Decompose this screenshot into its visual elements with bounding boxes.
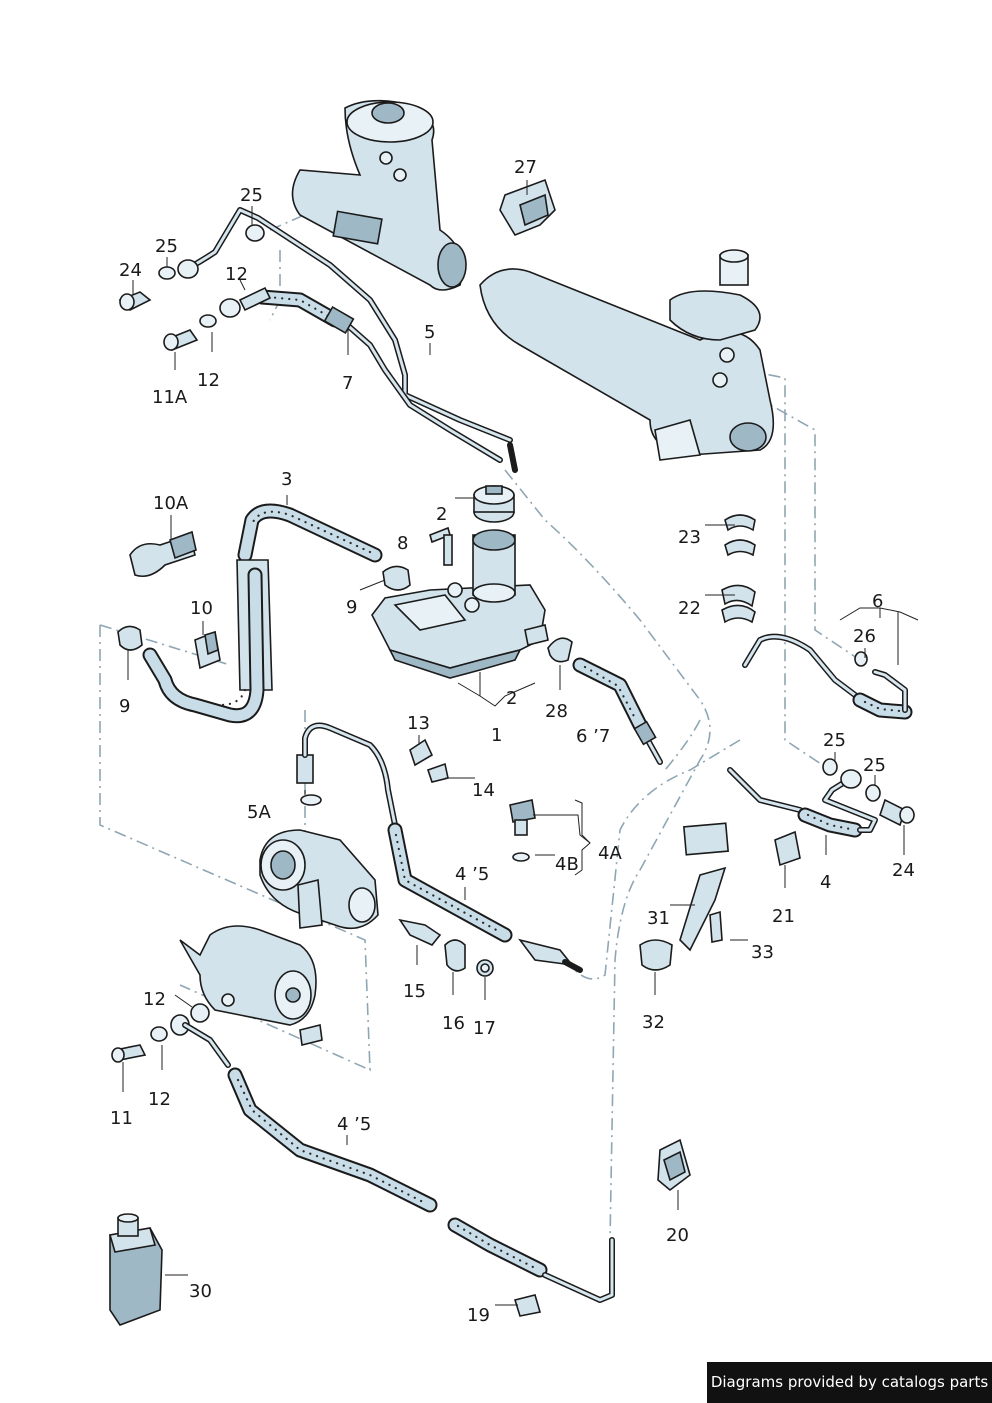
leader-lines [122, 180, 919, 1306]
label-6: 6 [872, 591, 883, 612]
hose-3 [142, 503, 383, 724]
clamp-23 [724, 514, 756, 557]
label-12: 12 [143, 989, 166, 1010]
label-11: 11 [110, 1108, 133, 1129]
part-labels: 27 25 25 24 12 5 11A 12 7 3 2 8 10A 10 9… [110, 157, 915, 1326]
label-4a: 4A [598, 843, 622, 864]
label-11a: 11A [152, 387, 188, 408]
label-25: 25 [863, 755, 886, 776]
label-8: 8 [397, 533, 408, 554]
label-12: 12 [197, 370, 220, 391]
label-32: 32 [642, 1012, 665, 1033]
label-24: 24 [892, 860, 915, 881]
fittings-top-left [118, 224, 272, 351]
clamp-22 [721, 584, 756, 624]
pipe-5 [182, 207, 518, 473]
label-3: 3 [281, 469, 292, 490]
label-25: 25 [823, 730, 846, 751]
hose-6-7 [547, 637, 663, 765]
label-27: 27 [514, 157, 537, 178]
label-5a: 5A [247, 802, 271, 823]
label-13: 13 [407, 713, 430, 734]
clamp-27 [499, 178, 556, 236]
label-12: 12 [225, 264, 248, 285]
steering-rack [291, 99, 775, 461]
label-10: 10 [190, 598, 213, 619]
pressure-line-middle [296, 722, 583, 973]
label-20: 20 [666, 1225, 689, 1246]
label-33: 33 [751, 942, 774, 963]
label-23: 23 [678, 527, 701, 548]
label-21: 21 [772, 906, 795, 927]
clamp-10a [129, 530, 197, 578]
bracket-31 [679, 822, 730, 952]
power-steering-pump [259, 829, 379, 930]
label-30: 30 [189, 1281, 212, 1302]
return-line-right [727, 758, 915, 838]
label-1: 1 [491, 725, 502, 746]
hose-6 [742, 633, 913, 720]
clamp-9-right [382, 565, 411, 591]
label-4b: 4B [555, 854, 579, 875]
credit-banner: Diagrams provided by catalogs parts [707, 1362, 992, 1403]
label-4-5: 4 ’5 [337, 1114, 371, 1135]
hose-7 [254, 289, 503, 463]
label-25: 25 [155, 236, 178, 257]
clamp-32 [639, 939, 673, 971]
pump-lower [179, 925, 323, 1046]
label-31: 31 [647, 908, 670, 929]
clamp-9-left [117, 625, 143, 651]
label-12: 12 [148, 1089, 171, 1110]
label-25: 25 [240, 185, 263, 206]
label-15: 15 [403, 981, 426, 1002]
clamp-20 [657, 1138, 691, 1192]
pressure-switch [509, 799, 536, 862]
pressure-line-lower [182, 1022, 615, 1317]
reservoir [371, 485, 549, 679]
clamp-21 [774, 830, 801, 867]
label-2: 2 [436, 504, 447, 525]
label-10a: 10A [153, 493, 189, 514]
label-24: 24 [119, 260, 142, 281]
fluid-bottle-30 [108, 1213, 163, 1326]
label-17: 17 [473, 1018, 496, 1039]
label-7: 7 [342, 373, 353, 394]
label-4: 4 [820, 872, 831, 893]
label-2: 2 [506, 688, 517, 709]
label-28: 28 [545, 701, 568, 722]
label-16: 16 [442, 1013, 465, 1034]
fittings-15-16-17 [398, 918, 494, 977]
label-9: 9 [346, 597, 357, 618]
label-19: 19 [467, 1305, 490, 1326]
label-6-7: 6 ’7 [576, 726, 610, 747]
label-4-5: 4 ’5 [455, 864, 489, 885]
label-14: 14 [472, 780, 495, 801]
clamp-10 [194, 630, 221, 670]
label-22: 22 [678, 598, 701, 619]
label-9: 9 [119, 696, 130, 717]
label-5: 5 [424, 322, 435, 343]
label-26: 26 [853, 626, 876, 647]
